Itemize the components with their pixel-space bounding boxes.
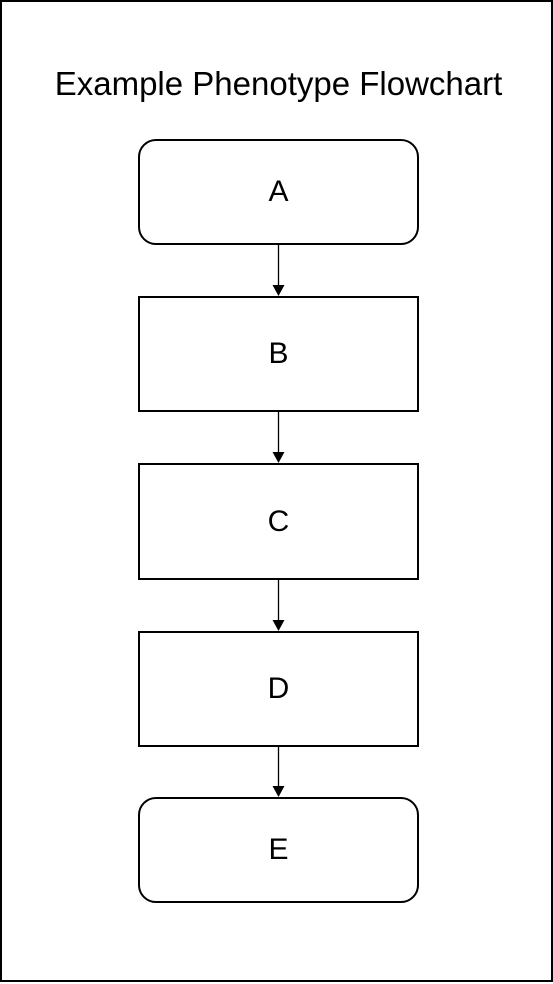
node-c-label: C (267, 504, 290, 538)
node-b-label: B (268, 337, 289, 370)
node-e: E (138, 797, 419, 903)
edge-d-e (272, 747, 285, 797)
edge-c-d (272, 580, 285, 631)
node-d: D (138, 631, 419, 747)
node-b: B (138, 296, 419, 412)
node-e-label: E (268, 833, 289, 866)
node-d-label: D (267, 672, 290, 705)
diagram-title: Example Phenotype Flowchart (54, 65, 503, 102)
edge-a-b (272, 245, 285, 296)
node-c: C (138, 463, 419, 580)
edge-b-c (272, 412, 285, 463)
node-a-label: A (268, 175, 289, 208)
node-a: A (138, 139, 419, 245)
